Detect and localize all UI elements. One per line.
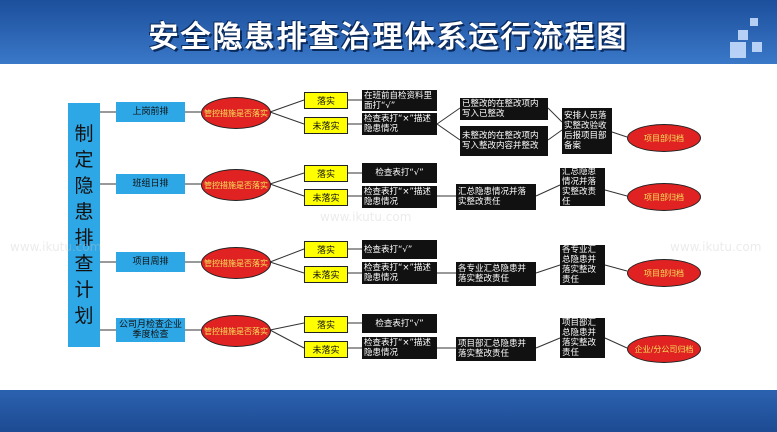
responsibility-box: 各专业汇总隐患并落实整改责任 <box>560 245 605 285</box>
plan-char: 患 <box>74 201 94 223</box>
not-done-label: 未落实 <box>304 189 348 206</box>
plan-char: 隐 <box>74 175 94 197</box>
footer-band <box>0 390 777 432</box>
plan-char: 定 <box>74 149 94 171</box>
archive-ellipse: 项目部归档 <box>627 183 701 211</box>
unrectified-box: 未整改的在整改项内写入整改内容并整改 <box>460 126 548 156</box>
done-label: 落实 <box>304 241 348 258</box>
watermark: www.ikutu.com <box>670 240 762 254</box>
header-banner: 安全隐患排查治理体系运行流程图 <box>0 0 777 64</box>
not-done-label: 未落实 <box>304 341 348 358</box>
done-label: 落实 <box>304 92 348 109</box>
watermark: www.ikutu.com <box>320 210 412 224</box>
done-label: 落实 <box>304 165 348 182</box>
decor-square-4 <box>752 42 762 52</box>
summary-box: 各专业汇总隐患并落实整改责任 <box>456 262 536 286</box>
done-action-box: 检查表打“√” <box>362 314 437 333</box>
plan-char: 查 <box>74 253 94 275</box>
summary-box: 汇总隐患情况并落实整改责任 <box>456 184 536 210</box>
source-box-project-weekly: 项目周排 <box>116 252 185 272</box>
rectified-box: 已整改的在整改项内写入已整改 <box>460 98 548 120</box>
control-check-ellipse: 管控措施是否落实 <box>201 97 271 129</box>
source-box-pre-shift: 上岗前排 <box>116 102 185 122</box>
verify-box: 安排人员落实整改验收后报项目部备案 <box>562 108 612 154</box>
done-action-box: 在班前自检资料里面打“√” <box>362 90 437 111</box>
source-box-team-daily: 班组日排 <box>116 174 185 194</box>
archive-ellipse: 项目部归档 <box>627 259 701 287</box>
done-label: 落实 <box>304 316 348 333</box>
done-action-box: 检查表打“√” <box>362 163 437 183</box>
not-done-action-box: 检查表打“×”描述隐患情况 <box>362 186 437 208</box>
plan-char: 制 <box>74 123 94 145</box>
plan-box: 制 定 隐 患 排 查 计 划 <box>68 103 100 347</box>
control-check-ellipse: 管控措施是否落实 <box>201 247 271 279</box>
not-done-label: 未落实 <box>304 117 348 134</box>
archive-ellipse: 项目部归档 <box>627 124 701 152</box>
not-done-action-box: 检查表打“×”描述隐患情况 <box>362 113 437 135</box>
control-check-ellipse: 管控措施是否落实 <box>201 315 271 347</box>
plan-char: 划 <box>74 305 94 327</box>
responsibility-box: 项目部汇总隐患并落实整改责任 <box>560 318 605 358</box>
control-check-ellipse: 管控措施是否落实 <box>201 169 271 201</box>
archive-ellipse: 企业/分公司归档 <box>627 335 701 363</box>
done-action-box: 检查表打“√” <box>362 240 437 259</box>
watermark: www.ikutu.com <box>10 240 102 254</box>
responsibility-box: 汇总隐患情况并落实整改责任 <box>560 167 605 207</box>
decor-square-1 <box>738 30 748 40</box>
summary-box: 项目部汇总隐患并落实整改责任 <box>456 337 536 361</box>
plan-char: 排 <box>74 227 94 249</box>
not-done-action-box: 检查表打“×”描述隐患情况 <box>362 262 437 284</box>
not-done-label: 未落实 <box>304 266 348 283</box>
source-box-company-monthly: 公司月检查企业季度检查 <box>116 318 185 342</box>
not-done-action-box: 检查表打“×”描述隐患情况 <box>362 337 437 359</box>
plan-char: 计 <box>74 279 94 301</box>
page-title: 安全隐患排查治理体系运行流程图 <box>148 20 629 55</box>
decor-square-3 <box>730 42 746 58</box>
decor-square-2 <box>750 18 758 26</box>
